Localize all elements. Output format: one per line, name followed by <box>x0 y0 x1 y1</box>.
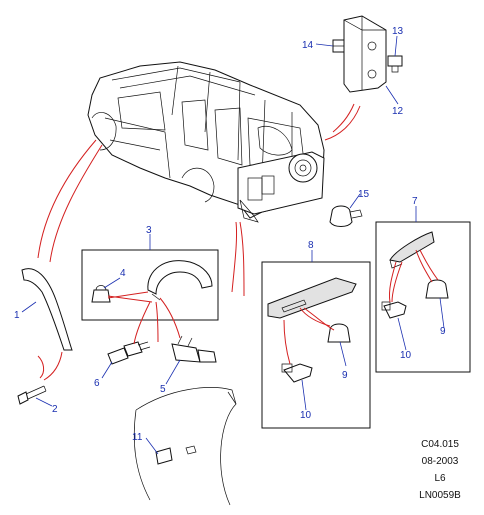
part-6-clip <box>107 341 151 365</box>
callout-15: 15 <box>358 189 370 200</box>
ref-code: C04.015 <box>421 439 459 450</box>
callout-13: 13 <box>392 26 404 37</box>
callout-10-box7: 10 <box>400 350 412 361</box>
callout-leader-lines <box>21 35 445 455</box>
callout-3: 3 <box>146 225 152 236</box>
part-1-moulding <box>21 268 73 351</box>
callout-9-box8: 9 <box>342 370 348 381</box>
callout-4: 4 <box>120 268 126 279</box>
vehicle-body <box>87 61 325 223</box>
part-13-screw <box>387 55 403 73</box>
ref-variant: L6 <box>434 473 446 484</box>
callout-labels: 1 2 3 4 5 6 7 8 9 9 10 10 11 12 13 14 15 <box>14 26 446 443</box>
part-11-fastener <box>133 387 237 506</box>
part-5-clip <box>171 335 217 363</box>
callout-1: 1 <box>14 310 20 321</box>
callout-12: 12 <box>392 106 404 117</box>
ref-drawing-id: LN0059B <box>419 490 461 501</box>
callout-9-box7: 9 <box>440 326 446 337</box>
callout-10-box8: 10 <box>300 410 312 421</box>
callout-14: 14 <box>302 40 314 51</box>
part-15-clip <box>329 205 363 227</box>
callout-7: 7 <box>412 196 418 207</box>
callout-5: 5 <box>160 384 166 395</box>
part-2-screw <box>17 385 47 405</box>
part-14-clip <box>332 39 345 53</box>
callout-8: 8 <box>308 240 314 251</box>
kit-box-3 <box>81 249 219 321</box>
callout-6: 6 <box>94 378 100 389</box>
kit-box-8 <box>261 261 371 429</box>
part-12-bracket <box>343 15 387 93</box>
ref-date: 08-2003 <box>421 456 459 467</box>
callout-2: 2 <box>52 404 58 415</box>
kit-box-7 <box>375 221 471 373</box>
callout-11: 11 <box>132 432 143 443</box>
red-leader-lines <box>37 103 439 381</box>
